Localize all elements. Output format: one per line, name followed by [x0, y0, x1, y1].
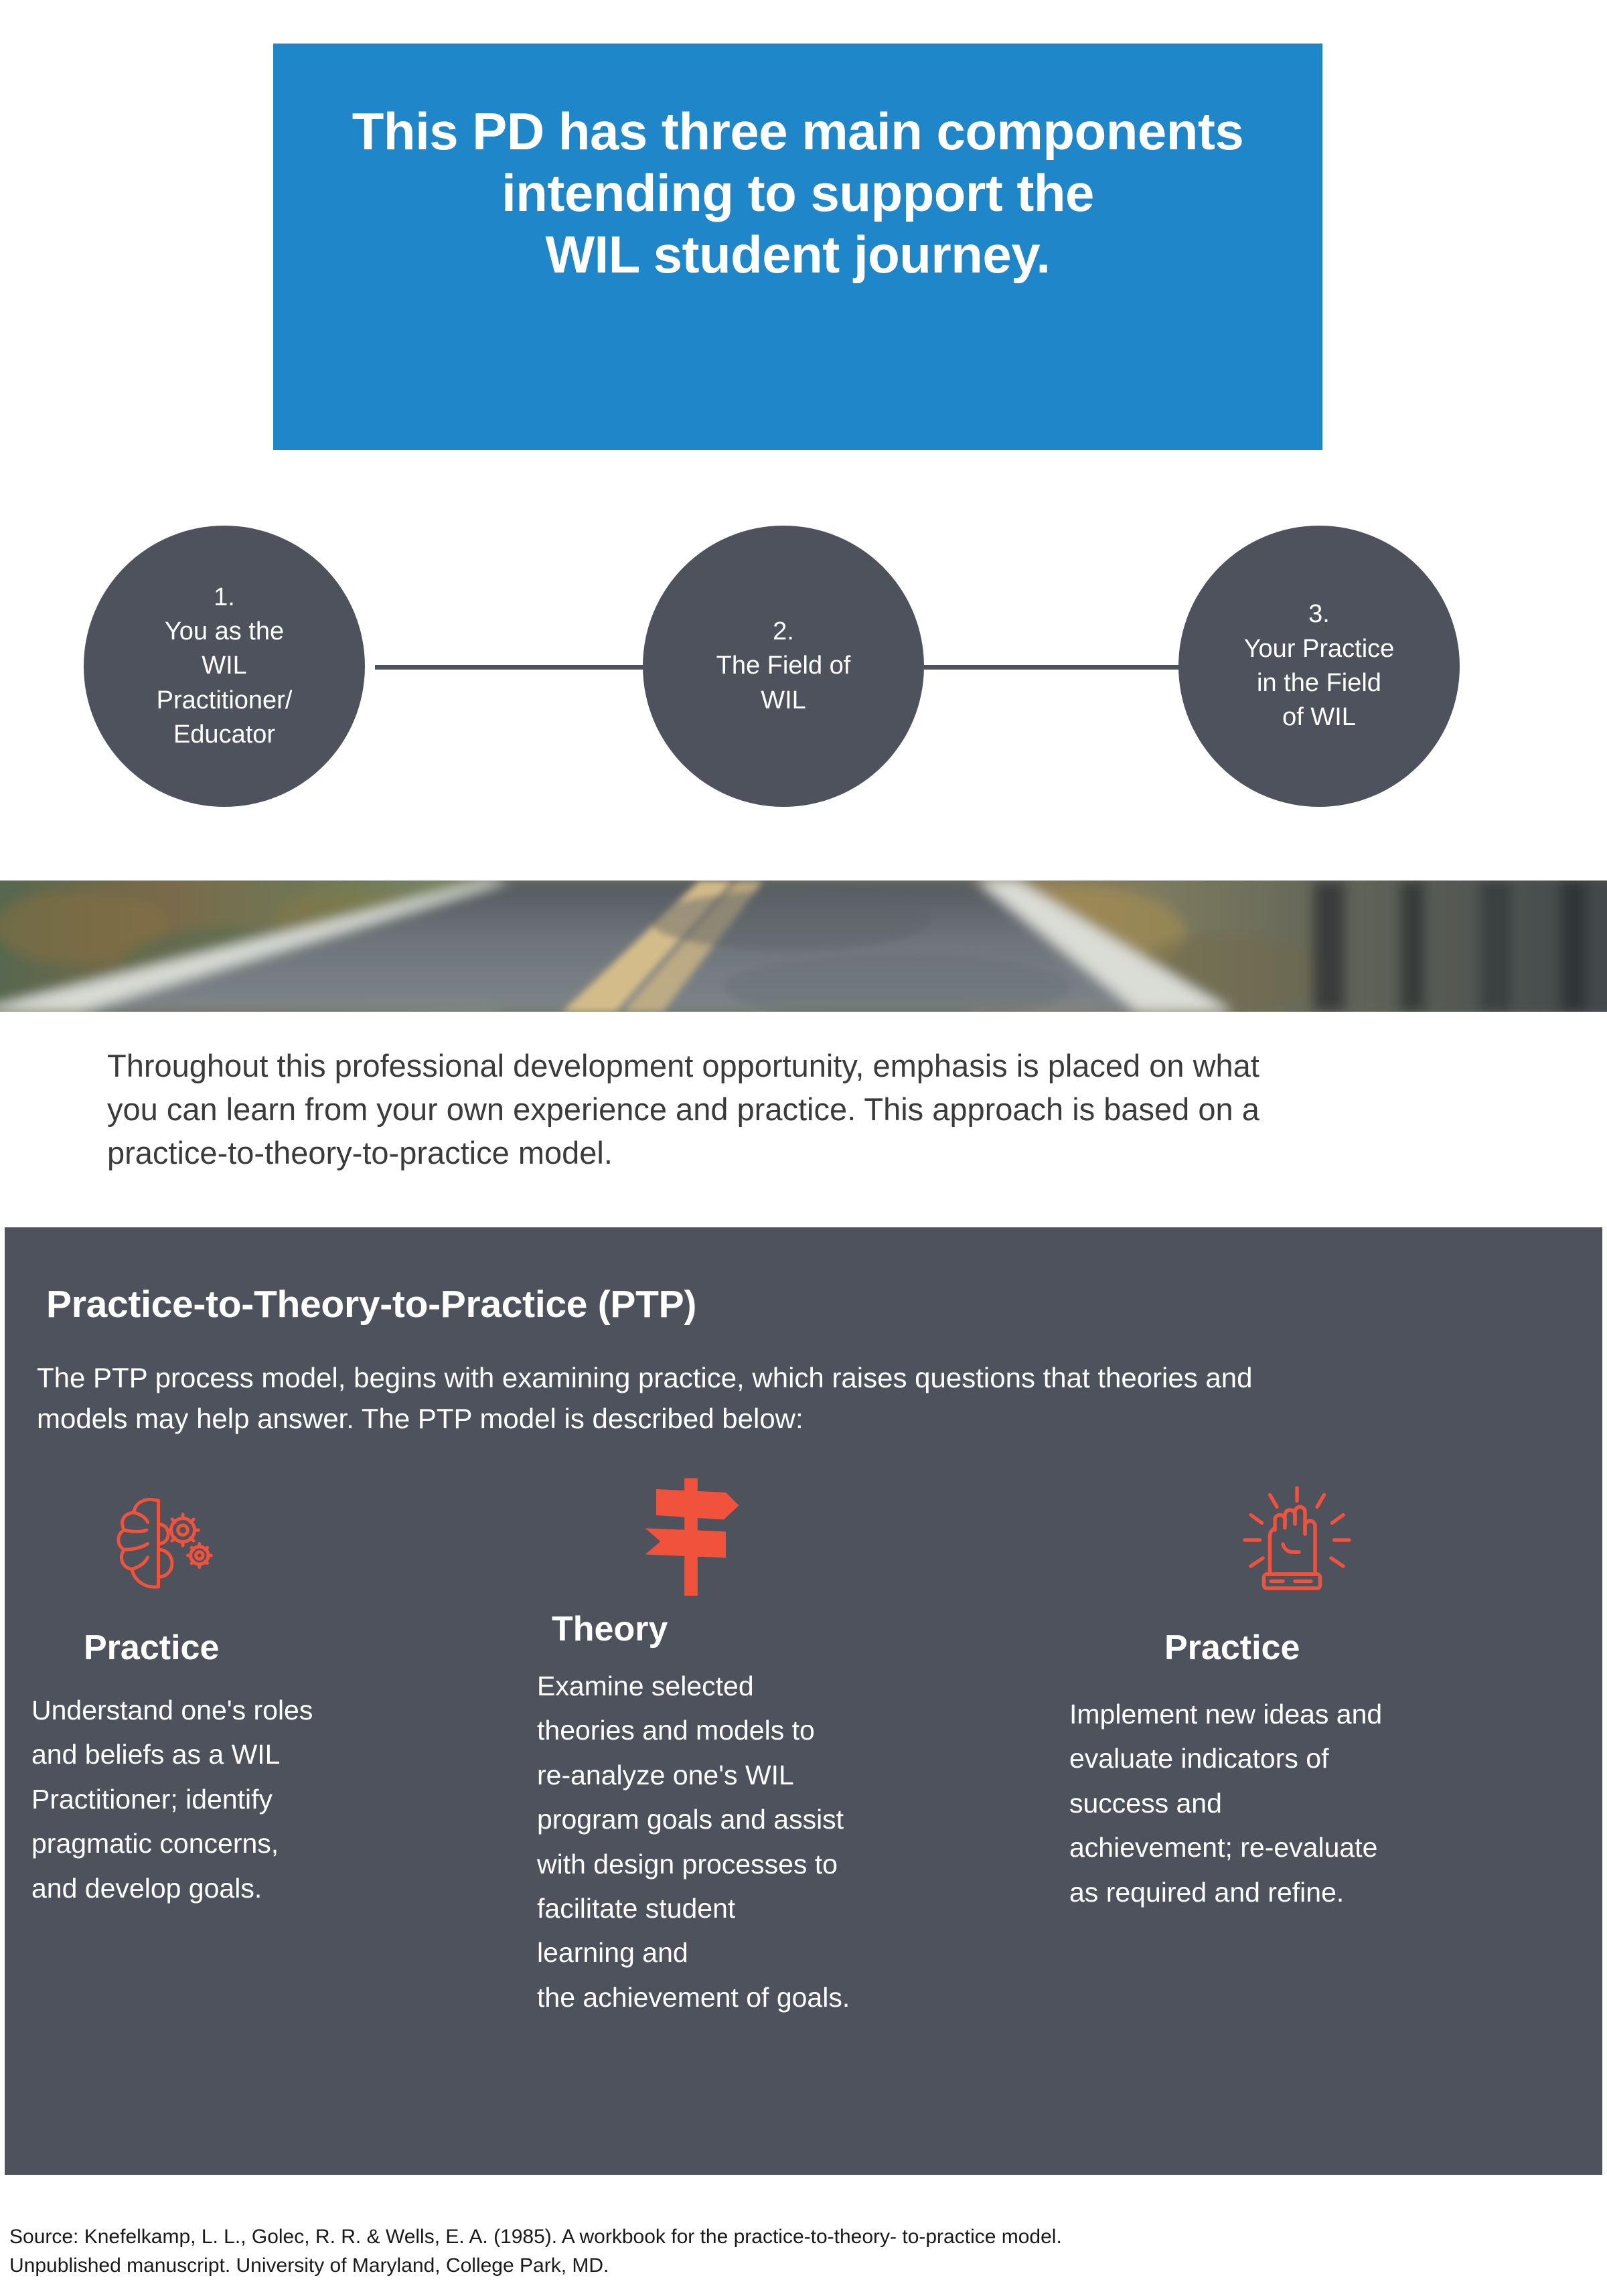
ptp-panel: Practice-to-Theory-to-Practice (PTP) The… [5, 1227, 1602, 2175]
raised-fist-icon [1243, 1486, 1351, 1590]
source-citation: Source: Knefelkamp, L. L., Golec, R. R. … [9, 2226, 1062, 2277]
ptp-panel-title: Practice-to-Theory-to-Practice (PTP) [46, 1283, 697, 1326]
journey-step-2: 2. The Field of WIL [643, 526, 924, 807]
intro-paragraph: Throughout this professional development… [107, 1048, 1259, 1170]
ptp-column-1-body: Understand one's roles and beliefs as a … [31, 1695, 313, 1904]
signpost-icon [645, 1478, 739, 1596]
ptp-column-practice-1: Practice Understand one's roles and beli… [31, 1448, 386, 1910]
page-title: This PD has three main components intend… [352, 102, 1244, 285]
ptp-columns: Practice Understand one's roles and beli… [5, 1448, 1602, 2158]
connector-line-1-2 [375, 665, 663, 670]
ptp-column-practice-2: Practice Implement new ideas and evaluat… [1069, 1448, 1498, 1914]
ptp-column-2-body: Examine selected theories and models to … [537, 1671, 850, 2013]
brain-gears-icon-wrap [31, 1448, 386, 1602]
connector-line-2-3 [924, 665, 1192, 670]
ptp-column-1-heading: Practice [84, 1628, 220, 1667]
ptp-panel-intro: The PTP process model, begins with exami… [37, 1362, 1253, 1434]
journey-step-2-label: 2. The Field of WIL [716, 617, 851, 714]
road-photo-image [0, 881, 1607, 1012]
ptp-column-2-heading: Theory [552, 1610, 668, 1649]
journey-step-1-label: 1. You as the WIL Practitioner/ Educator [156, 583, 293, 749]
hero-banner: This PD has three main components intend… [273, 44, 1322, 450]
ptp-column-3-body: Implement new ideas and evaluate indicat… [1069, 1699, 1383, 1908]
brain-gears-icon [117, 1498, 213, 1589]
journey-step-3-label: 3. Your Practice in the Field of WIL [1243, 600, 1395, 732]
journey-step-1: 1. You as the WIL Practitioner/ Educator [84, 526, 365, 807]
signpost-icon-wrap [537, 1448, 966, 1602]
ptp-column-3-heading: Practice [1164, 1628, 1300, 1667]
ptp-column-theory: Theory Examine selected theories and mod… [537, 1448, 966, 2019]
road-photo-band [0, 881, 1607, 1012]
raised-fist-icon-wrap [1069, 1448, 1498, 1602]
journey-step-3: 3. Your Practice in the Field of WIL [1178, 526, 1460, 807]
